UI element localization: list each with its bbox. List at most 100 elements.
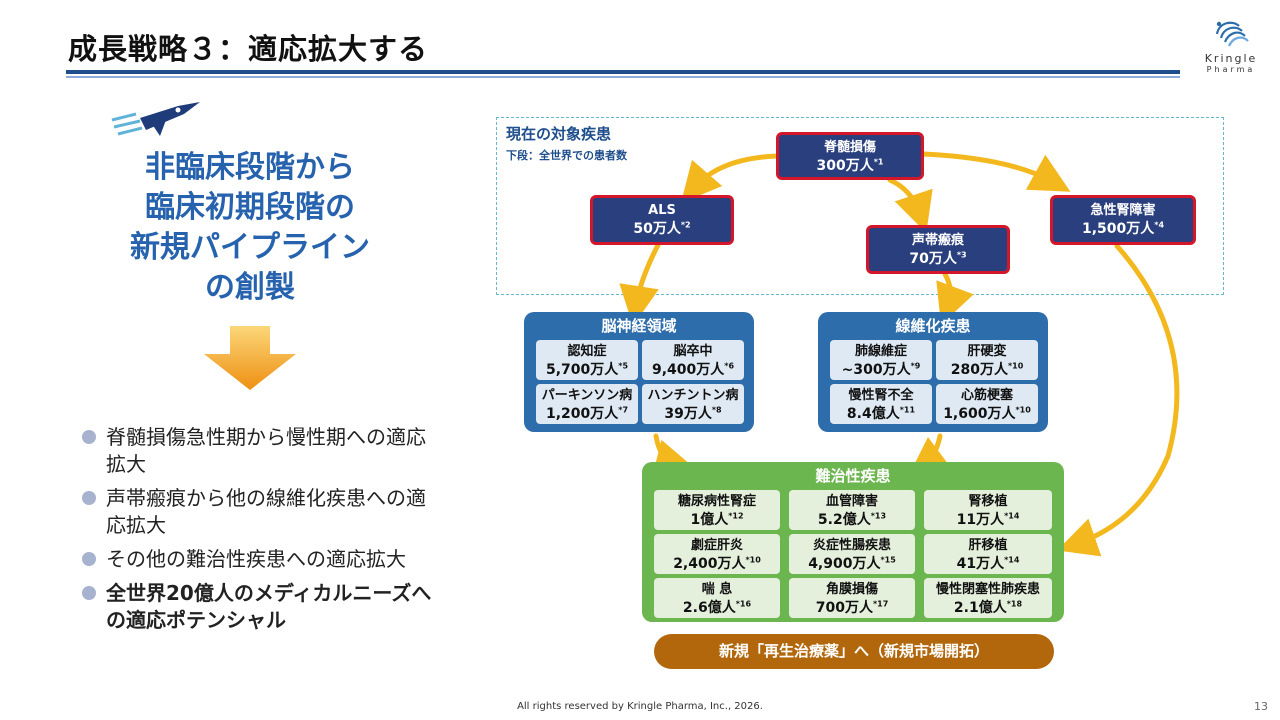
footnote: *6 xyxy=(724,361,735,371)
disease-count: 50万人*2 xyxy=(593,220,731,239)
count-value: 2,400万人 xyxy=(673,556,746,572)
arrow-neuro-to-intractable xyxy=(651,433,696,479)
arrow-als-to-neuro xyxy=(619,242,661,326)
current-diseases-subtitle: 下段：全世界での患者数 xyxy=(506,149,627,162)
footnote: *3 xyxy=(956,250,967,260)
count-value: 300万人 xyxy=(816,158,874,174)
circle-bullet-icon xyxy=(82,586,96,600)
cell-count: 2,400万人*10 xyxy=(654,555,780,573)
logo-name: Kringle xyxy=(1204,52,1258,65)
disease-cell: 腎移植 11万人*14 xyxy=(924,490,1052,530)
kringle-logo-icon xyxy=(1215,21,1249,47)
footnote: *14 xyxy=(1004,511,1020,521)
cell-count: 4,900万人*15 xyxy=(789,555,915,573)
arrow-sci-to-aki xyxy=(920,151,1071,192)
footnote: *10 xyxy=(745,555,761,565)
cell-name: 血管障害 xyxy=(825,494,878,509)
headline-line: 臨床初期段階の xyxy=(145,190,355,225)
arrow-sci-to-als xyxy=(680,153,781,204)
disease-box-vfs: 声帯瘢痕 70万人*3 xyxy=(866,225,1010,274)
header-rule-thin xyxy=(66,76,1180,78)
circle-bullet-icon xyxy=(82,430,96,444)
disease-cell: 肝移植 41万人*14 xyxy=(924,534,1052,574)
arrow-aki-to-intractable xyxy=(1057,243,1180,557)
count-value: ~300万人 xyxy=(841,362,911,378)
headline: 非臨床段階から 臨床初期段階の 新規パイプライン の創製 xyxy=(90,148,410,308)
disease-name: 急性腎障害 xyxy=(1090,203,1156,218)
count-value: 5.2億人 xyxy=(817,512,871,528)
disease-box-aki: 急性腎障害 1,500万人*4 xyxy=(1050,195,1196,245)
disease-cell: 糖尿病性腎症 1億人*12 xyxy=(654,490,780,530)
cell-count: 8.4億人*11 xyxy=(830,405,932,423)
bullet-list: 脊髄損傷急性期から慢性期への適応拡大 声帯瘢痕から他の線維化疾患への適応拡大 そ… xyxy=(80,424,440,641)
footnote: *13 xyxy=(870,511,887,521)
cell-name: 慢性閉塞性肺疾患 xyxy=(935,582,1040,597)
footnote: *17 xyxy=(872,599,889,609)
bullet-item: 全世界20億人のメディカルニーズへの適応ポテンシャル xyxy=(80,580,440,634)
footnote: *10 xyxy=(1015,405,1031,415)
current-diseases-frame xyxy=(496,117,1224,295)
count-value: 2.6億人 xyxy=(682,600,736,616)
cell-name: 劇症肝炎 xyxy=(690,538,743,553)
disease-cell: 肺線維症 ~300万人*9 xyxy=(830,340,932,380)
cell-name: 肝移植 xyxy=(968,538,1008,553)
disease-cell: 慢性閉塞性肺疾患 2.1億人*18 xyxy=(924,578,1052,618)
footnote: *14 xyxy=(1004,555,1020,565)
cell-count: 39万人*8 xyxy=(642,405,744,423)
bullet-item: 脊髄損傷急性期から慢性期への適応拡大 xyxy=(80,424,440,478)
headline-line: の創製 xyxy=(205,270,295,305)
count-value: 1億人 xyxy=(690,512,729,528)
cell-count: 700万人*17 xyxy=(789,599,915,617)
kringle-logo: Kringle Pharma xyxy=(1196,16,1266,86)
count-value: 50万人 xyxy=(633,221,681,237)
group-fibrosis: 線維化疾患 肺線維症 ~300万人*9 肝硬変 280万人*10 慢性腎不全 8… xyxy=(818,312,1048,432)
group-title: 線維化疾患 xyxy=(895,317,971,335)
footnote: *10 xyxy=(1007,361,1024,371)
disease-name: ALS xyxy=(648,203,676,218)
cell-name: 心筋梗塞 xyxy=(960,388,1013,403)
logo-sub: Pharma xyxy=(1206,65,1256,74)
disease-cell: 認知症 5,700万人*5 xyxy=(536,340,638,380)
arrow-sci-to-vfs xyxy=(887,177,933,233)
rocket-icon xyxy=(111,102,200,136)
disease-name: 脊髄損傷 xyxy=(823,140,876,155)
group-title: 難治性疾患 xyxy=(815,467,891,485)
cell-name: パーキンソン病 xyxy=(541,388,633,403)
footnote: *5 xyxy=(618,361,629,371)
count-value: 1,200万人 xyxy=(545,406,619,422)
conclusion-banner: 新規「再生治療薬」へ（新規市場開拓） xyxy=(654,634,1054,669)
disease-cell: 喘 息 2.6億人*16 xyxy=(654,578,780,618)
disease-box-als: ALS 50万人*2 xyxy=(590,195,734,245)
cell-count: 1,600万人*10 xyxy=(936,405,1038,423)
cell-count: 11万人*14 xyxy=(924,511,1052,529)
bullet-text: その他の難治性疾患への適応拡大 xyxy=(106,547,406,571)
count-value: 11万人 xyxy=(956,512,1005,528)
disease-cell: ハンチントン病 39万人*8 xyxy=(642,384,744,424)
cell-name: 腎移植 xyxy=(968,494,1008,509)
bullet-text: 全世界20億人のメディカルニーズへの適応ポテンシャル xyxy=(106,581,432,632)
group-title: 脳神経領域 xyxy=(601,317,677,335)
cell-name: 脳卒中 xyxy=(673,344,713,359)
cell-count: 1億人*12 xyxy=(654,511,780,529)
bullet-text: 脊髄損傷急性期から慢性期への適応拡大 xyxy=(106,425,426,476)
cell-name: 肝硬変 xyxy=(967,344,1007,359)
cell-count: 1,200万人*7 xyxy=(536,405,638,423)
arrow-vfs-to-fibrosis xyxy=(936,271,974,325)
cell-name: ハンチントン病 xyxy=(647,388,739,403)
bullet-item: 声帯瘢痕から他の線維化疾患への適応拡大 xyxy=(80,485,440,539)
count-value: 41万人 xyxy=(956,556,1005,572)
group-neuro: 脳神経領域 認知症 5,700万人*5 脳卒中 9,400万人*6 パーキンソン… xyxy=(524,312,754,432)
footnote: *18 xyxy=(1006,599,1023,609)
bullet-text: 声帯瘢痕から他の線維化疾患への適応拡大 xyxy=(106,486,426,537)
count-value: 8.4億人 xyxy=(846,406,900,422)
count-value: 9,400万人 xyxy=(651,362,725,378)
current-diseases-title: 現在の対象疾患 xyxy=(506,125,612,143)
cell-count: 41万人*14 xyxy=(924,555,1052,573)
footnote: *8 xyxy=(711,405,722,415)
copyright-footer: All rights reserved by Kringle Pharma, I… xyxy=(517,701,763,712)
cell-count: 2.1億人*18 xyxy=(924,599,1052,617)
circle-bullet-icon xyxy=(82,491,96,505)
footnote: *15 xyxy=(880,555,896,565)
footnote: *4 xyxy=(1154,220,1165,230)
